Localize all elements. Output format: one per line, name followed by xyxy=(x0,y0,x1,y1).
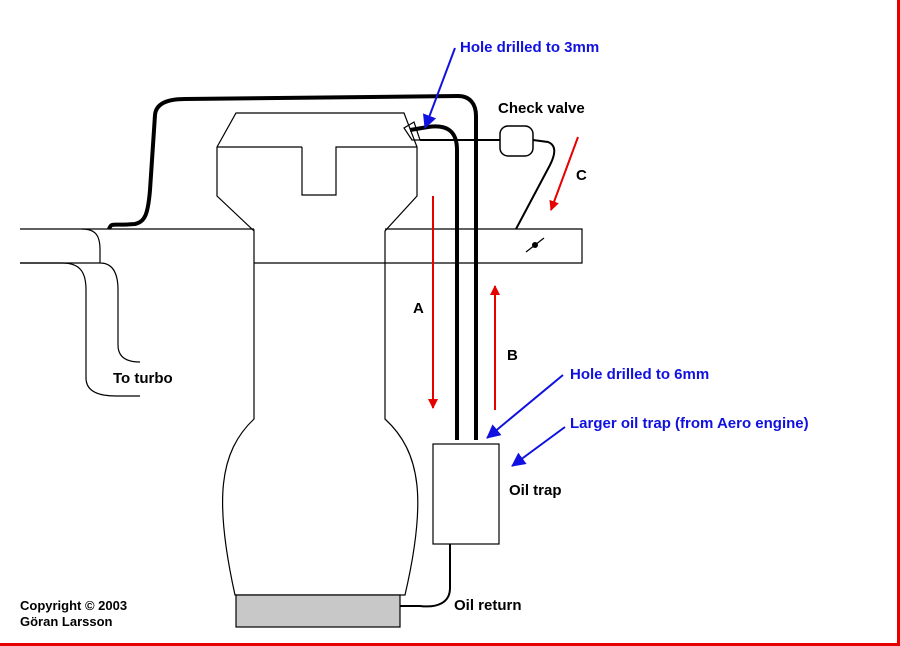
breather-hose xyxy=(107,93,478,440)
oil-trap xyxy=(432,443,500,545)
check-valve-line xyxy=(420,139,556,230)
copyright-line2: Göran Larsson xyxy=(20,614,113,629)
copyright-line1: Copyright © 2003 xyxy=(20,598,127,613)
label-oil-return: Oil return xyxy=(454,597,522,614)
label-to-turbo: To turbo xyxy=(113,370,173,387)
label-larger-trap: Larger oil trap (from Aero engine) xyxy=(570,415,809,432)
intake-manifold xyxy=(20,228,583,264)
engine-block-outline xyxy=(216,112,419,596)
label-hole-3mm: Hole drilled to 3mm xyxy=(460,39,599,56)
turbo-pipe-outer xyxy=(20,262,140,397)
label-a: A xyxy=(413,300,424,317)
turbo-intake-pipe xyxy=(81,228,141,363)
check-valve xyxy=(499,125,534,157)
engine-top-notch xyxy=(301,146,417,196)
flow-arrow-c xyxy=(549,136,579,211)
pointer-larger-trap xyxy=(511,426,566,467)
throttle-pivot xyxy=(532,242,538,248)
label-b: B xyxy=(507,347,518,364)
pointer-hole-3mm xyxy=(423,47,456,129)
label-oil-trap: Oil trap xyxy=(509,482,562,499)
oil-sump xyxy=(235,594,401,628)
label-c: C xyxy=(576,167,587,184)
label-check-valve: Check valve xyxy=(498,100,585,117)
pointer-hole-6mm xyxy=(486,374,564,439)
label-hole-6mm: Hole drilled to 6mm xyxy=(570,366,709,383)
oil-return-hose xyxy=(400,544,451,608)
